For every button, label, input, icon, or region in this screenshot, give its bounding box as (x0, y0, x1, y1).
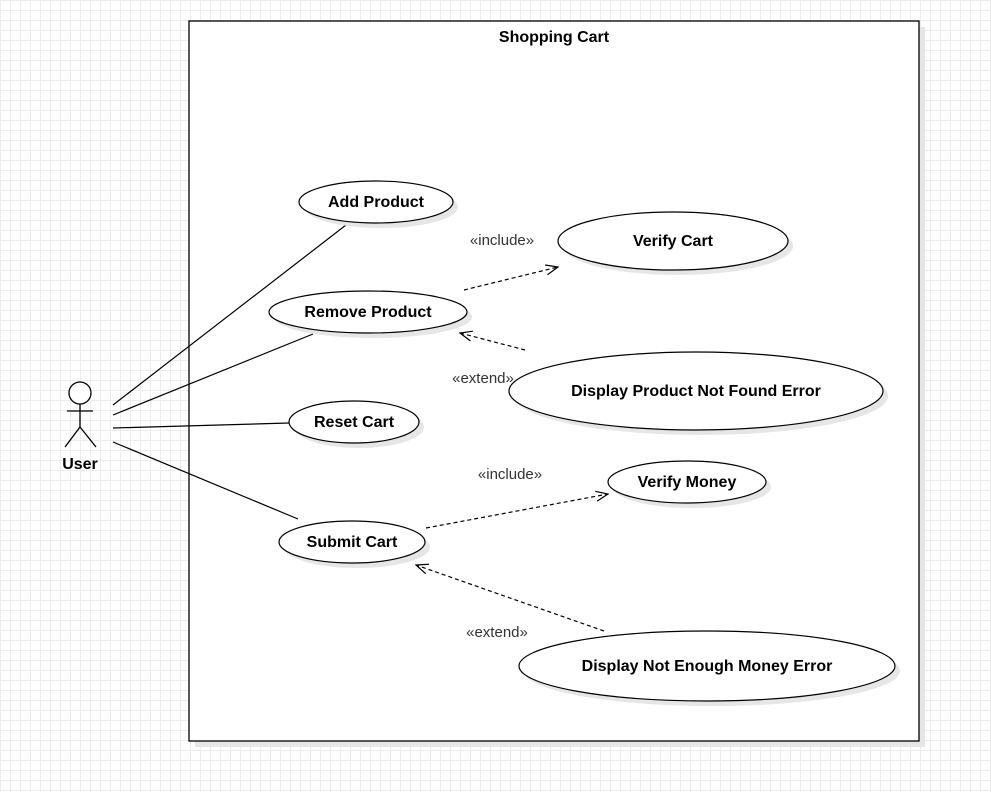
use-case-reset-cart[interactable]: Reset Cart (288, 400, 424, 448)
use-case-label: Display Product Not Found Error (571, 383, 821, 400)
actor-user[interactable]: User (62, 381, 98, 473)
system-title: Shopping Cart (499, 29, 610, 46)
association-submit-cart[interactable] (112, 441, 299, 520)
extend-arrow-not-enough-money[interactable] (416, 565, 605, 632)
include-arrow-verify-cart[interactable] (463, 267, 558, 291)
include-label-verify-money: «include» (478, 466, 542, 483)
use-case-verify-cart[interactable]: Verify Cart (557, 211, 793, 275)
extend-label-product-not-found: «extend» (452, 370, 514, 387)
use-case-not-enough-money-error[interactable]: Display Not Enough Money Error (518, 630, 900, 706)
actor-label: User (62, 456, 98, 473)
dependencies: «include» «extend» «include» «extend» (416, 232, 608, 641)
use-case-verify-money[interactable]: Verify Money (607, 460, 771, 508)
use-case-product-not-found-error[interactable]: Display Product Not Found Error (508, 351, 888, 435)
association-add-product[interactable] (112, 224, 347, 406)
associations (112, 224, 347, 520)
use-case-label: Display Not Enough Money Error (582, 658, 833, 675)
actor-left-leg (64, 426, 81, 448)
use-case-label: Submit Cart (307, 534, 398, 551)
use-case-label: Add Product (328, 194, 425, 211)
use-case-submit-cart[interactable]: Submit Cart (278, 520, 430, 568)
actor-head (68, 381, 92, 405)
include-label-verify-cart: «include» (470, 232, 534, 249)
use-case-label: Remove Product (304, 304, 432, 321)
use-case-label: Verify Money (638, 474, 737, 491)
use-case-remove-product[interactable]: Remove Product (268, 290, 472, 338)
association-reset-cart[interactable] (112, 422, 290, 429)
include-arrow-verify-money[interactable] (425, 494, 608, 529)
use-case-add-product[interactable]: Add Product (298, 180, 458, 228)
extend-label-not-enough-money: «extend» (466, 624, 528, 641)
use-case-label: Verify Cart (633, 233, 714, 250)
use-case-label: Reset Cart (314, 414, 395, 431)
actor-right-leg (79, 426, 97, 448)
association-remove-product[interactable] (112, 333, 314, 416)
